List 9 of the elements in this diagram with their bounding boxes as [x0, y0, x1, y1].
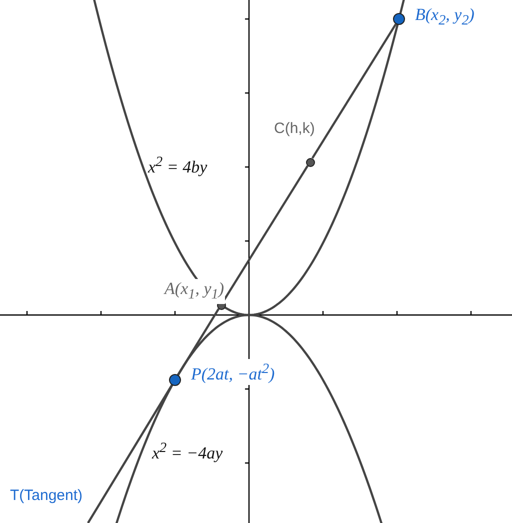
equation-label: x$^{2}$ = 4by	[148, 153, 208, 178]
equation-label: x$^{2}$ = −4ay	[152, 439, 223, 464]
point-label: C(h,k)	[273, 119, 316, 139]
tangent-line	[311, 24, 397, 159]
tangent-line	[87, 384, 173, 523]
point-label: A(x$_{1}$, y$_{1}$)	[164, 279, 225, 304]
tangent-line	[177, 308, 220, 376]
line-label: T(Tangent)	[10, 486, 83, 506]
point-label: P(2at, −at$^{2}$)	[190, 359, 276, 385]
